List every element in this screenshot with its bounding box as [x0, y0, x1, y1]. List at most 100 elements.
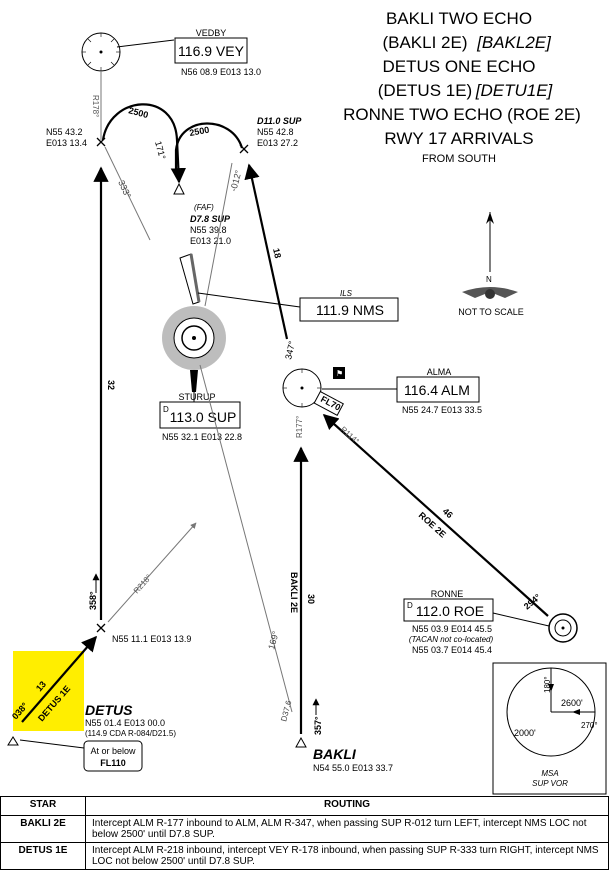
d78-label: D7.8 SUP [190, 214, 231, 224]
r218-fix-coords: N55 11.1 E013 13.9 [112, 634, 191, 644]
msa-alt-ne: 2600' [561, 698, 583, 708]
chart-title: BAKLI TWO ECHO (BAKLI 2E) [BAKL2E] DETUS… [343, 9, 581, 165]
msa-vor-label: SUP VOR [532, 779, 568, 788]
msa-label: MSA [541, 769, 558, 778]
sturup-name: STURUP [178, 392, 215, 402]
ronne-coords-2: N55 03.7 E014 45.4 [412, 645, 492, 655]
d11-label: D11.0 SUP [257, 116, 302, 126]
course-333: 333° [116, 179, 133, 200]
row-routing: Intercept ALM R-177 inbound to ALM, ALM … [85, 815, 609, 843]
sturup-vor: STURUP D 113.0 SUP N55 32.1 E013 22.8 [159, 306, 242, 442]
compulsory-report-icon [333, 367, 345, 379]
route-roe2e-line [322, 413, 549, 617]
sup-r169-line [199, 364, 293, 713]
detus-alt-value: FL110 [100, 758, 126, 768]
r218-fix: N55 11.1 E013 13.9 [96, 623, 191, 644]
dist-30: 30 [306, 594, 316, 604]
dist-46: 46 [441, 506, 455, 520]
title-line-5: RONNE TWO ECHO (ROE 2E) [343, 105, 581, 124]
alma-freq: 116.4 ALM [404, 382, 470, 398]
bakli-coords: N54 55.0 E013 33.7 [313, 763, 393, 773]
alma-vor: ALMA 116.4 ALM N55 24.7 E013 33.5 [282, 367, 482, 415]
routing-table: STAR ROUTING BAKLI 2E Intercept ALM R-17… [0, 796, 609, 870]
left-turn-path [101, 103, 187, 184]
course-347: 347° [283, 340, 297, 361]
detus-name: DETUS [85, 702, 133, 718]
title-line-4a: (DETUS 1E) [378, 81, 472, 100]
ils-freq: 111.9 NMS [316, 302, 384, 318]
vedby-freq: 116.9 VEY [178, 43, 245, 59]
table-row: BAKLI 2E Intercept ALM R-177 inbound to … [0, 815, 609, 843]
msa-box: 180° 270° 2600' 2000' MSA SUP VOR [492, 662, 607, 795]
ronne-freq: 112.0 ROE [416, 603, 484, 619]
right-turn-path [174, 122, 244, 175]
sturup-freq: 113.0 SUP [170, 409, 237, 425]
d11-lon: E013 27.2 [257, 138, 298, 148]
ronne-name: RONNE [431, 589, 464, 599]
r177-label: R177° [295, 416, 304, 438]
d11-lat: N55 42.8 [257, 127, 294, 137]
header-star: STAR [0, 796, 86, 816]
faf-label: (FAF) [194, 203, 214, 212]
vedby-coords: N56 08.9 E013 13.0 [181, 67, 261, 77]
ronne-coords-1: N55 03.9 E014 45.5 [412, 624, 492, 634]
msa-alt-w: 2000' [514, 728, 536, 738]
sup-r012-line [204, 162, 233, 307]
hold-left-alt: 2500 [127, 105, 149, 120]
dist-32: 32 [106, 380, 116, 390]
route-detus-line [21, 635, 98, 723]
detus-coords: N55 01.4 E013 00.0 [85, 718, 165, 728]
not-to-scale-note: NOT TO SCALE [458, 307, 524, 317]
bakli-2e-label: BAKLI 2E [289, 572, 299, 613]
row-star: DETUS 1E [0, 842, 86, 870]
vedby-vor: VEDBY 116.9 VEY N56 08.9 E013 13.0 [81, 28, 261, 77]
d78-lon: E013 21.0 [190, 236, 231, 246]
alma-coords: N55 24.7 E013 33.5 [402, 405, 482, 415]
r178-label: R178° [91, 95, 100, 117]
sup-r218-line [107, 522, 197, 623]
row-routing: Intercept ALM R-218 inbound, intercept V… [85, 842, 609, 870]
ils-label: ILS [340, 289, 353, 298]
sturup-coords: N55 32.1 E013 22.8 [162, 432, 242, 442]
title-line-6: RWY 17 ARRIVALS [384, 129, 533, 148]
north-letter: N [486, 275, 492, 284]
bakli-name: BAKLI [313, 746, 357, 762]
title-line-2a: (BAKLI 2E) [382, 33, 467, 52]
detus-fix: DETUS N55 01.4 E013 00.0 (114.9 CDA R-08… [7, 702, 176, 772]
detus-alt-label: At or below [90, 746, 136, 756]
title-line-3: DETUS ONE ECHO [382, 57, 535, 76]
sturup-dme-flag: D [163, 405, 169, 414]
routing-table-header: STAR ROUTING [0, 796, 609, 816]
route-18-line [244, 163, 289, 340]
header-routing: ROUTING [85, 796, 609, 816]
r218-label: R218° [132, 573, 154, 596]
detus-note: (114.9 CDA R-084/D21.5) [85, 729, 176, 738]
d78-lat: N55 39.8 [190, 225, 227, 235]
course-171: 171° [153, 140, 168, 161]
ronne-note: (TACAN not co-located) [409, 635, 494, 644]
course-357: 357° [313, 716, 323, 735]
alma-name: ALMA [427, 367, 452, 377]
title-line-7: FROM SOUTH [422, 153, 496, 165]
bakli-fix: BAKLI N54 55.0 E013 33.7 [295, 736, 393, 773]
d78-fix: (FAF) D7.8 SUP N55 39.8 E013 21.0 [190, 203, 231, 246]
ils-localizer: ILS 111.9 NMS [179, 253, 399, 322]
vey-fix-lat: N55 43.2 [46, 127, 83, 137]
compass-wing-icon [462, 287, 518, 298]
row-star: BAKLI 2E [0, 815, 86, 843]
dist-13: 13 [34, 679, 48, 693]
vey-fix: N55 43.2 E013 13.4 [46, 127, 106, 148]
ronne-dme-flag: D [407, 601, 413, 610]
title-line-4b: [DETU1E] [475, 81, 554, 100]
r114-label: R114° [339, 425, 361, 446]
vedby-name: VEDBY [196, 28, 227, 38]
d11-fix: D11.0 SUP N55 42.8 E013 27.2 [239, 116, 302, 154]
hold-right-alt: 2500 [189, 125, 210, 138]
sup-r333-line [104, 146, 151, 241]
course-169: 169° [266, 630, 281, 651]
dist-18: 18 [271, 247, 283, 259]
course-358: 358° [88, 591, 98, 610]
msa-brg-right: 270° [581, 721, 598, 730]
vey-fix-lon: E013 13.4 [46, 138, 87, 148]
